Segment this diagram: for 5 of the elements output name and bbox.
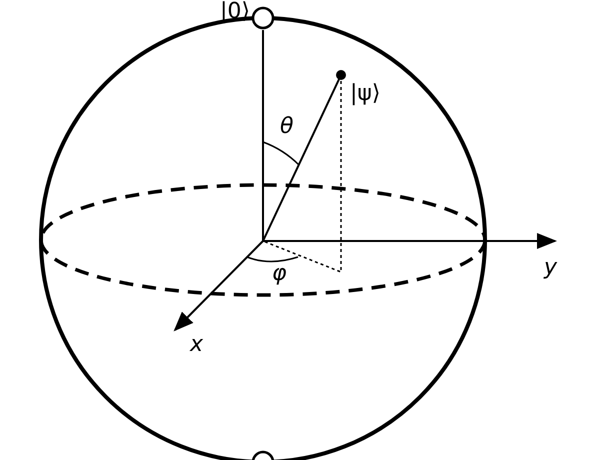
axis-label: x [190,333,204,357]
state-label: |ψ⟩ [350,82,381,106]
axis-label: y [544,256,558,280]
angle-label: φ [272,262,287,286]
angle-label: θ [280,115,294,139]
